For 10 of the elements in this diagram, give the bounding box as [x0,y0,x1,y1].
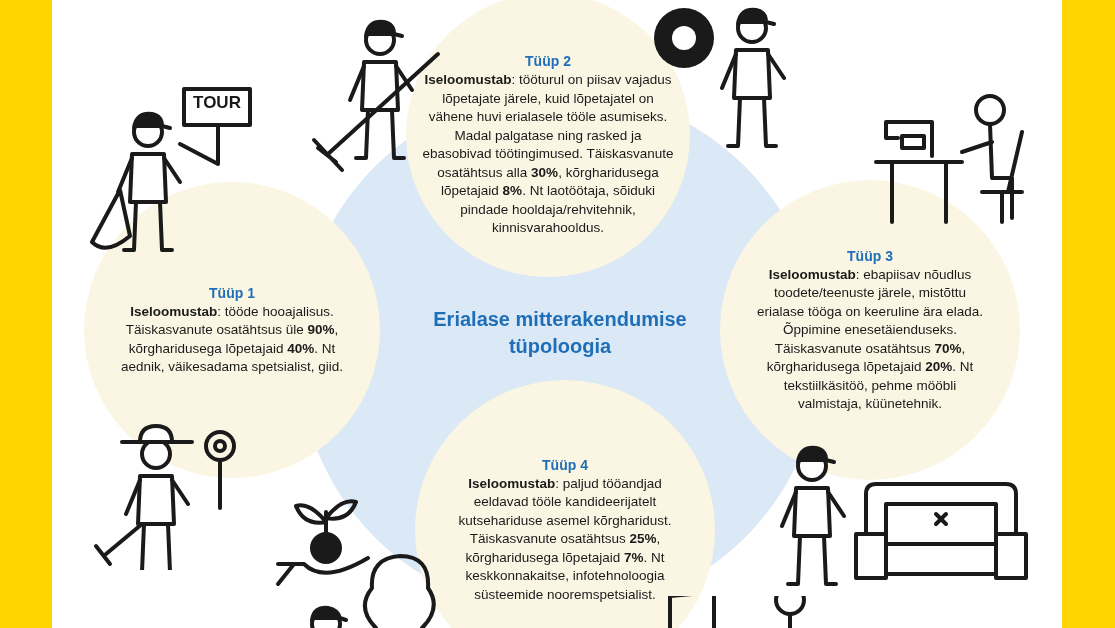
type-heading: Tüüp 2 [525,52,571,72]
type-description: Iseloomustab: paljud tööandjad eeldavad tööle kandideerijatelt kutsehariduse asemel kõrgharidust. Täiskasvanute osatähtsus 25%, kõrgharidusega lõpetajaid 7%. Nt keskkonnakaitse, infotehnoloogia süsteemide nooremspetsialist. [457,474,673,604]
type-description: Iseloomustab: tööde hooajalisus. Täiskasvanute osatähtsus üle 90%, kõrgharidusega lõpetajaid 40%. Nt aednik, väikesadama spetsialist, giid. [119,302,345,376]
type-heading: Tüüp 4 [542,455,588,475]
type-heading: Tüüp 3 [847,246,893,266]
center-label: Erialase mitterakendumise tüpoloogia [410,306,710,360]
type-description: Iseloomustab: ebapiisav nõudlus toodete/teenuste järele, mistõttu erialase tööga on keeruline ära elada. Õppimine enesetäienduseks. Täiskasvanute osatähtsus 70%, kõrgharidusega lõpetajaid 20%. Nt tekstiilkäsitöö, pehme mööbli valmistaja, küünetehnik. [756,265,984,413]
sign-text: TOUR [192,92,242,114]
type-description: Iseloomustab: tööturul on piisav vajadus lõpetajate järele, kuid lõpetajatel on vähene huvi erialasele tööle asumiseks. Madal palgatase ning rasked ja ebasobivad töötingimused. Täiskasvanute osatähtsus alla 30%, kõrgharidusega lõpetajaid 8%. Nt laotöötaja, sõiduki pindade hooldaja/rehvitehnik, kinnisvarahooldus. [421,71,675,238]
type-heading: Tüüp 1 [209,283,255,303]
